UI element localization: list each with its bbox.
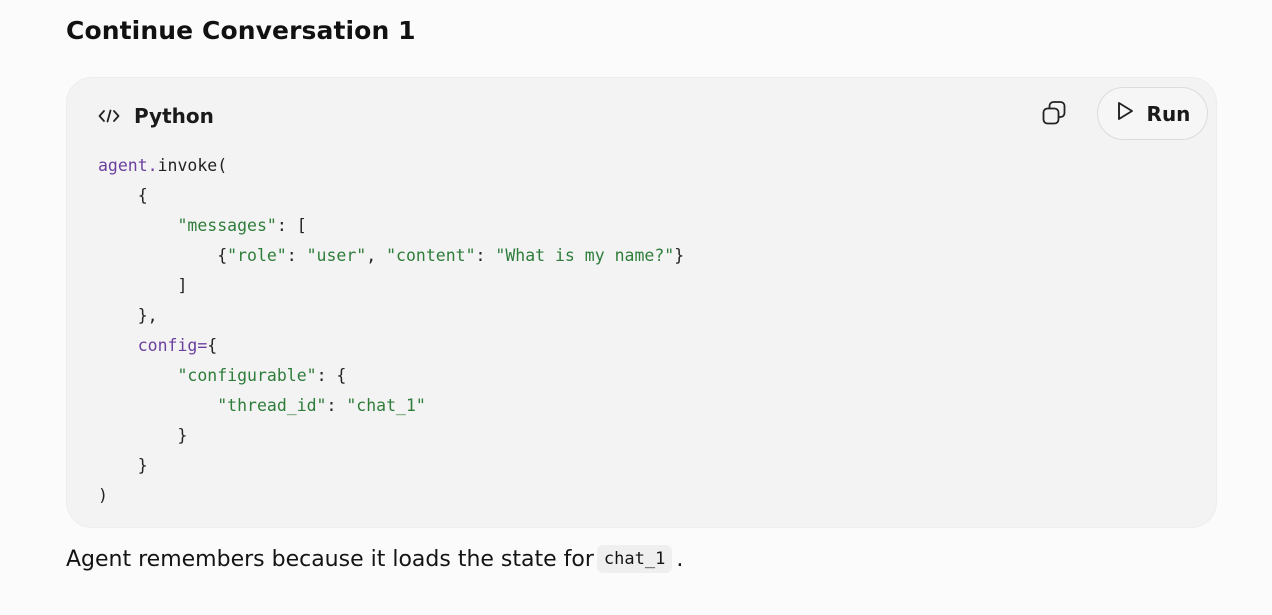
code-block: Python Run agent.invoke( { "messages": [… [66,77,1217,528]
code-keyword: config [137,336,198,355]
code-line: { [98,186,148,205]
code-string: "messages" [177,216,277,235]
code-token [98,396,217,415]
code-token: . [147,156,158,175]
code-line: ] [98,276,188,295]
code-token [98,336,138,355]
run-button[interactable]: Run [1097,87,1208,140]
code-token [98,366,177,385]
code-token: agent [98,156,148,175]
code-token [98,216,177,235]
code-token: : [475,246,496,265]
code-string: "content" [386,246,476,265]
code-language-header: Python [98,104,214,128]
code-token: } [674,246,685,265]
code-token: : [326,396,347,415]
code-string: "What is my name?" [495,246,675,265]
code-string: "role" [227,246,287,265]
code-token: : [ [276,216,307,235]
play-icon [1115,100,1135,127]
explanation-before: Agent remembers because it loads the sta… [66,546,594,572]
code-token: invoke( [157,156,228,175]
code-token: , [366,246,387,265]
code-string: "configurable" [177,366,317,385]
code-token: : { [316,366,347,385]
run-label: Run [1146,101,1191,126]
code-line: ) [98,486,108,505]
code-content: agent.invoke( { "messages": [ {"role": "… [98,151,684,511]
copy-icon [1041,100,1067,131]
code-line: }, [98,306,158,325]
inline-code: chat_1 [596,545,673,573]
code-line: } [98,456,148,475]
code-language-label: Python [134,104,214,128]
code-line: } [98,426,188,445]
code-string: "thread_id" [217,396,327,415]
code-token: { [98,246,228,265]
code-string: "chat_1" [346,396,426,415]
code-brackets-icon [98,109,120,123]
code-token: : [286,246,307,265]
section-heading: Continue Conversation 1 [66,16,416,45]
code-token: { [207,336,218,355]
explanation-text: Agent remembers because it loads the sta… [66,545,683,573]
code-operator: = [197,336,208,355]
code-string: "user" [306,246,367,265]
copy-code-button[interactable] [1039,100,1069,130]
explanation-after: . [676,546,684,572]
